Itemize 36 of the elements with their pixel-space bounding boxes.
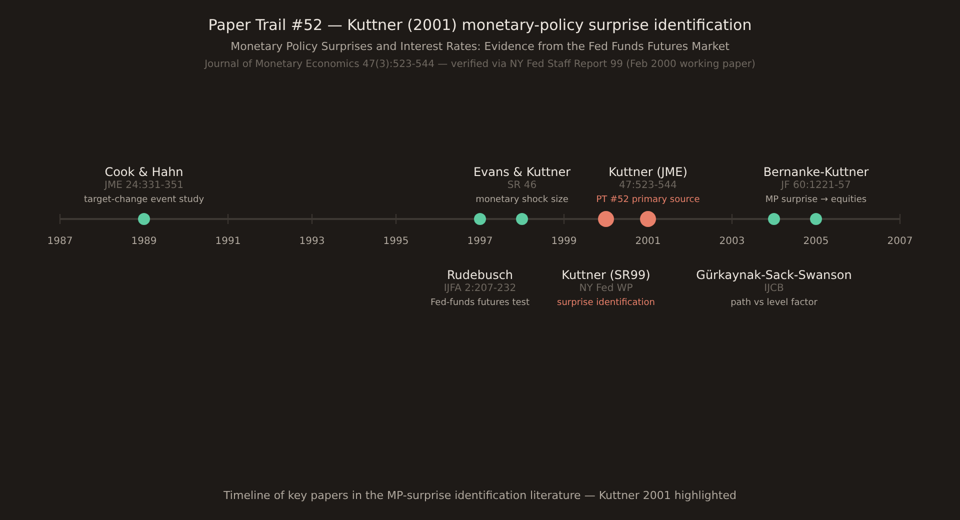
paper-title: Evans & Kuttner (473, 165, 571, 179)
year-label: 2005 (803, 236, 829, 247)
subtitle: Monetary Policy Surprises and Interest Rates: Evidence from the Fed Funds Futures Market (230, 40, 730, 53)
paper-title: Kuttner (SR99) (560, 268, 652, 282)
note-text: MP surprise → equities (764, 194, 868, 207)
note-text: monetary shock size (474, 194, 570, 207)
year-label: 1987 (47, 236, 73, 247)
note-text: surprise identification (557, 297, 655, 310)
venue-text: IJCB (763, 282, 785, 296)
title: Paper Trail #52 — Kuttner (2001) monetary-policy surprise identification (208, 16, 752, 34)
year-label: 1997 (467, 236, 493, 247)
venue-text: 47:523-544 (618, 179, 678, 193)
caption: Timeline of key papers in the MP-surprise identification literature — Kuttner 2001 highlighted (224, 489, 736, 502)
note-text: PT #52 primary source (596, 194, 700, 207)
year-label: 1993 (299, 236, 325, 247)
note-text: target-change event study (84, 194, 204, 207)
year-label: 2003 (719, 236, 745, 247)
note-text: Fed-funds futures test (430, 297, 530, 310)
paper-title: Bernanke-Kuttner (763, 165, 869, 179)
venue-text: IJFA 2:207-232 (442, 282, 518, 296)
note-text: path vs level factor (730, 297, 818, 310)
year-label: 2001 (635, 236, 661, 247)
venue-text: JF 60:1221-57 (780, 179, 852, 193)
paper-title: Cook & Hahn (104, 165, 184, 179)
year-label: 1999 (551, 236, 577, 247)
venue-text: NY Fed WP (578, 282, 634, 296)
year-label: 1989 (131, 236, 157, 247)
paper-title: Kuttner (JME) (608, 165, 688, 179)
year-label: 2007 (887, 236, 913, 247)
paper-title: Rudebusch (446, 268, 514, 282)
citation: Journal of Monetary Economics 47(3):523-544 — verified via NY Fed Staff Report 99 (Feb 2000 working paper) (204, 59, 756, 70)
paper-title: Gürkaynak-Sack-Swanson (696, 268, 852, 282)
year-label: 1995 (383, 236, 409, 247)
venue-text: JME 24:331-351 (103, 179, 184, 193)
venue-text: SR 46 (506, 179, 538, 193)
year-label: 1991 (215, 236, 241, 247)
